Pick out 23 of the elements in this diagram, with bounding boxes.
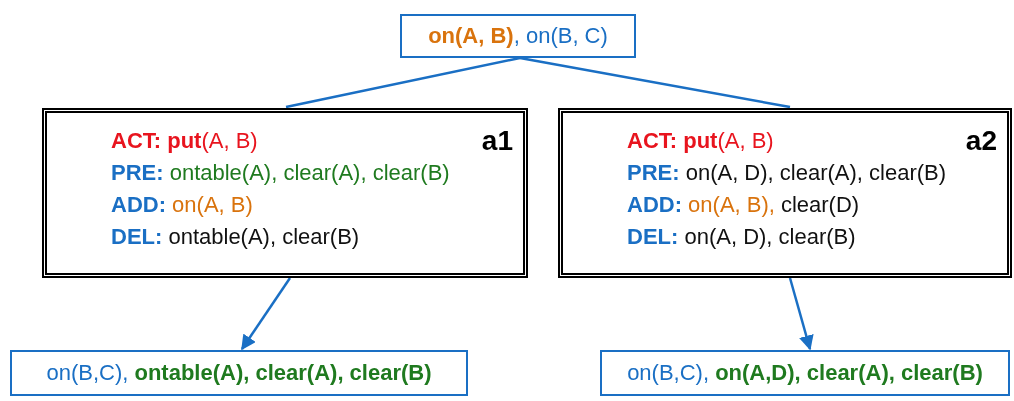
- statement-text: ACT: put(A, B): [627, 127, 774, 155]
- statement-text: DEL: on(A, D), clear(B): [627, 223, 856, 251]
- statement-text: ADD: on(A, B),: [627, 191, 775, 219]
- action-tag: a1: [481, 125, 513, 157]
- statement-text: ACT: put(A, B): [111, 127, 258, 155]
- statement-text: DEL: ontable(A), clear(B): [111, 223, 360, 251]
- action-tag: a2: [965, 125, 997, 157]
- statement-text: ADD: on(A, B): [111, 191, 253, 219]
- connector-line: [519, 56, 791, 109]
- state-box: [10, 350, 468, 396]
- statement-text: PRE: ontable(A), clear(A), clear(B): [111, 159, 450, 187]
- action-box: [558, 108, 1012, 278]
- statement-text: PRE: on(A, D), clear(A), clear(B): [627, 159, 947, 187]
- arrow: [240, 277, 292, 351]
- state-box: [600, 350, 1010, 396]
- arrow: [788, 277, 814, 351]
- action-box: [42, 108, 528, 278]
- state-box: [400, 14, 636, 58]
- connector-line: [285, 56, 521, 109]
- statement-text: clear(D): [780, 191, 860, 219]
- statement-text: on(B,C), on(A,D), clear(A), clear(B): [627, 359, 983, 387]
- statement-text: on(B,C), ontable(A), clear(A), clear(B): [46, 359, 432, 387]
- statement-text: on(A, B), on(B, C): [428, 22, 608, 50]
